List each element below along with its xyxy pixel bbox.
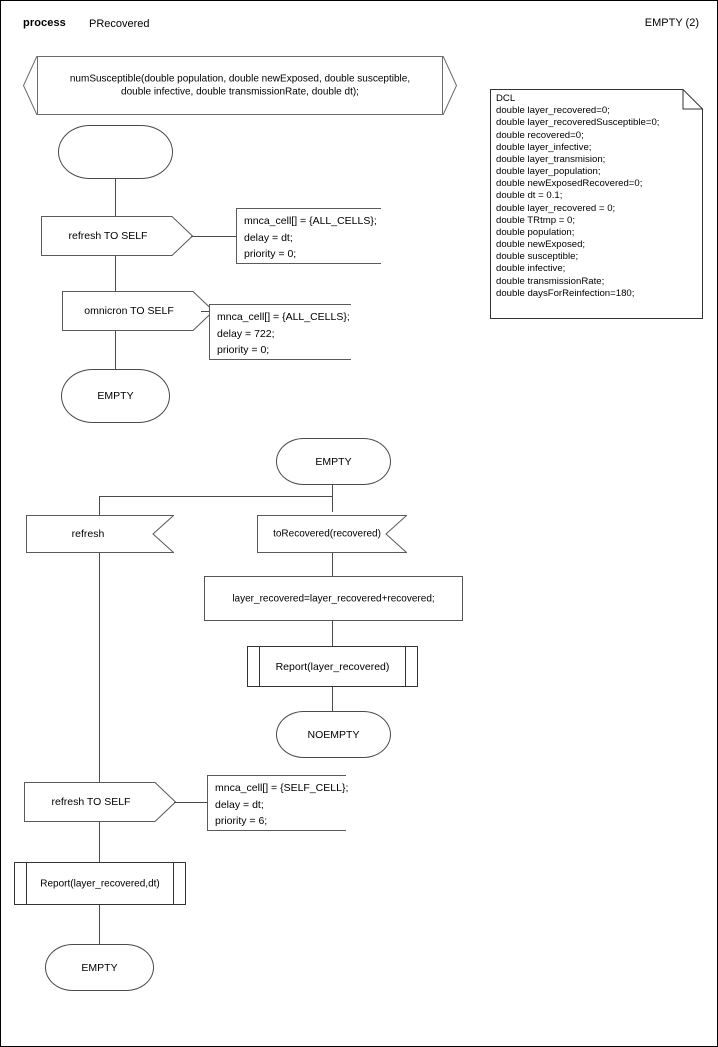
comment-refresh-to-self-bottom-text: mnca_cell[] = {SELF_CELL}; delay = dt; p… xyxy=(215,782,349,828)
procedure-signature-text: numSusceptible(double population, double… xyxy=(69,73,411,98)
diagram-kind-label: process xyxy=(23,17,66,29)
input-symbol-outline xyxy=(257,515,407,553)
comment-left-border xyxy=(236,208,237,264)
input-symbol-outline xyxy=(26,515,174,553)
task-accumulate-recovered[interactable]: layer_recovered=layer_recovered+recovere… xyxy=(204,576,463,621)
dcl-declaration-text: DCL double layer_recovered=0; double lay… xyxy=(496,93,660,299)
connector-input-to-task xyxy=(332,553,333,576)
comment-bottom-border xyxy=(209,359,351,360)
connector-empty-middle-down xyxy=(332,485,333,512)
call-report-layer-recovered-label: Report(layer_recovered) xyxy=(275,660,390,673)
output-symbol-outline xyxy=(62,291,214,331)
comment-refresh-to-self-top[interactable]: mnca_cell[] = {ALL_CELLS}; delay = dt; p… xyxy=(236,208,381,264)
comment-refresh-to-self-bottom[interactable]: mnca_cell[] = {SELF_CELL}; delay = dt; p… xyxy=(207,775,349,831)
comment-refresh-to-self-top-text: mnca_cell[] = {ALL_CELLS}; delay = dt; p… xyxy=(244,215,377,261)
start-state-symbol[interactable] xyxy=(58,125,173,179)
comment-connector-omnicron xyxy=(201,311,209,312)
state-noempty[interactable]: NOEMPTY xyxy=(276,711,391,758)
connector-start-to-refresh xyxy=(115,179,116,216)
dcl-note-outline xyxy=(490,89,703,319)
state-empty-middle-label: EMPTY xyxy=(315,455,352,468)
comment-top-border xyxy=(209,304,351,305)
output-symbol-outline xyxy=(41,216,193,256)
call-report-layer-recovered-dt[interactable]: Report(layer_recovered,dt) xyxy=(14,862,186,905)
comment-left-border xyxy=(207,775,208,831)
state-empty-top[interactable]: EMPTY xyxy=(61,369,170,423)
comment-top-border xyxy=(207,775,346,776)
procedure-call-right-bar xyxy=(173,862,174,905)
procedure-call-left-bar xyxy=(26,862,27,905)
connector-refresh-input-to-bottom-output xyxy=(99,553,100,782)
comment-bottom-border xyxy=(207,830,346,831)
state-empty-middle[interactable]: EMPTY xyxy=(276,438,391,485)
input-to-recovered[interactable]: toRecovered(recovered) xyxy=(257,515,407,553)
state-empty-bottom[interactable]: EMPTY xyxy=(45,944,154,991)
output-symbol-outline xyxy=(24,782,176,822)
connector-report-to-empty-bottom xyxy=(99,905,100,944)
procedure-signature-symbol[interactable]: numSusceptible(double population, double… xyxy=(23,56,457,115)
procedure-call-right-bar xyxy=(405,646,406,687)
comment-connector-refresh-bottom xyxy=(174,802,207,803)
connector-omnicron-to-empty xyxy=(115,331,116,369)
output-refresh-to-self-bottom[interactable]: refresh TO SELF xyxy=(24,782,176,822)
comment-omnicron-text: mnca_cell[] = {ALL_CELLS}; delay = 722; … xyxy=(217,311,350,357)
page-indicator-label: EMPTY (2) xyxy=(644,17,699,29)
input-refresh[interactable]: refresh xyxy=(26,515,174,553)
task-accumulate-recovered-label: layer_recovered=layer_recovered+recovere… xyxy=(232,592,435,604)
notch-right-decoration xyxy=(443,56,457,115)
notch-left-decoration xyxy=(23,56,37,115)
connector-report-to-noempty xyxy=(332,687,333,711)
procedure-call-left-bar xyxy=(259,646,260,687)
comment-bottom-border xyxy=(236,263,381,264)
connector-refresh-to-omnicron xyxy=(115,256,116,291)
call-report-layer-recovered-dt-label: Report(layer_recovered,dt) xyxy=(40,877,160,889)
state-noempty-label: NOEMPTY xyxy=(307,728,360,741)
dcl-declaration-note[interactable]: DCL double layer_recovered=0; double lay… xyxy=(490,89,703,319)
comment-top-border xyxy=(236,208,381,209)
branch-horizontal-bar xyxy=(99,496,333,497)
page-title: PRecovered xyxy=(89,18,150,30)
output-refresh-to-self-top[interactable]: refresh TO SELF xyxy=(41,216,193,256)
state-empty-top-label: EMPTY xyxy=(97,389,134,402)
call-report-layer-recovered[interactable]: Report(layer_recovered) xyxy=(247,646,418,687)
comment-left-border xyxy=(209,304,210,360)
connector-branch-to-refresh-input xyxy=(99,496,100,515)
comment-connector-refresh-top xyxy=(191,236,236,237)
connector-task-to-report xyxy=(332,621,333,646)
comment-omnicron[interactable]: mnca_cell[] = {ALL_CELLS}; delay = 722; … xyxy=(209,304,351,360)
connector-bottom-output-to-report xyxy=(99,822,100,862)
state-empty-bottom-label: EMPTY xyxy=(81,961,118,974)
output-omnicron-to-self[interactable]: omnicron TO SELF xyxy=(62,291,214,331)
